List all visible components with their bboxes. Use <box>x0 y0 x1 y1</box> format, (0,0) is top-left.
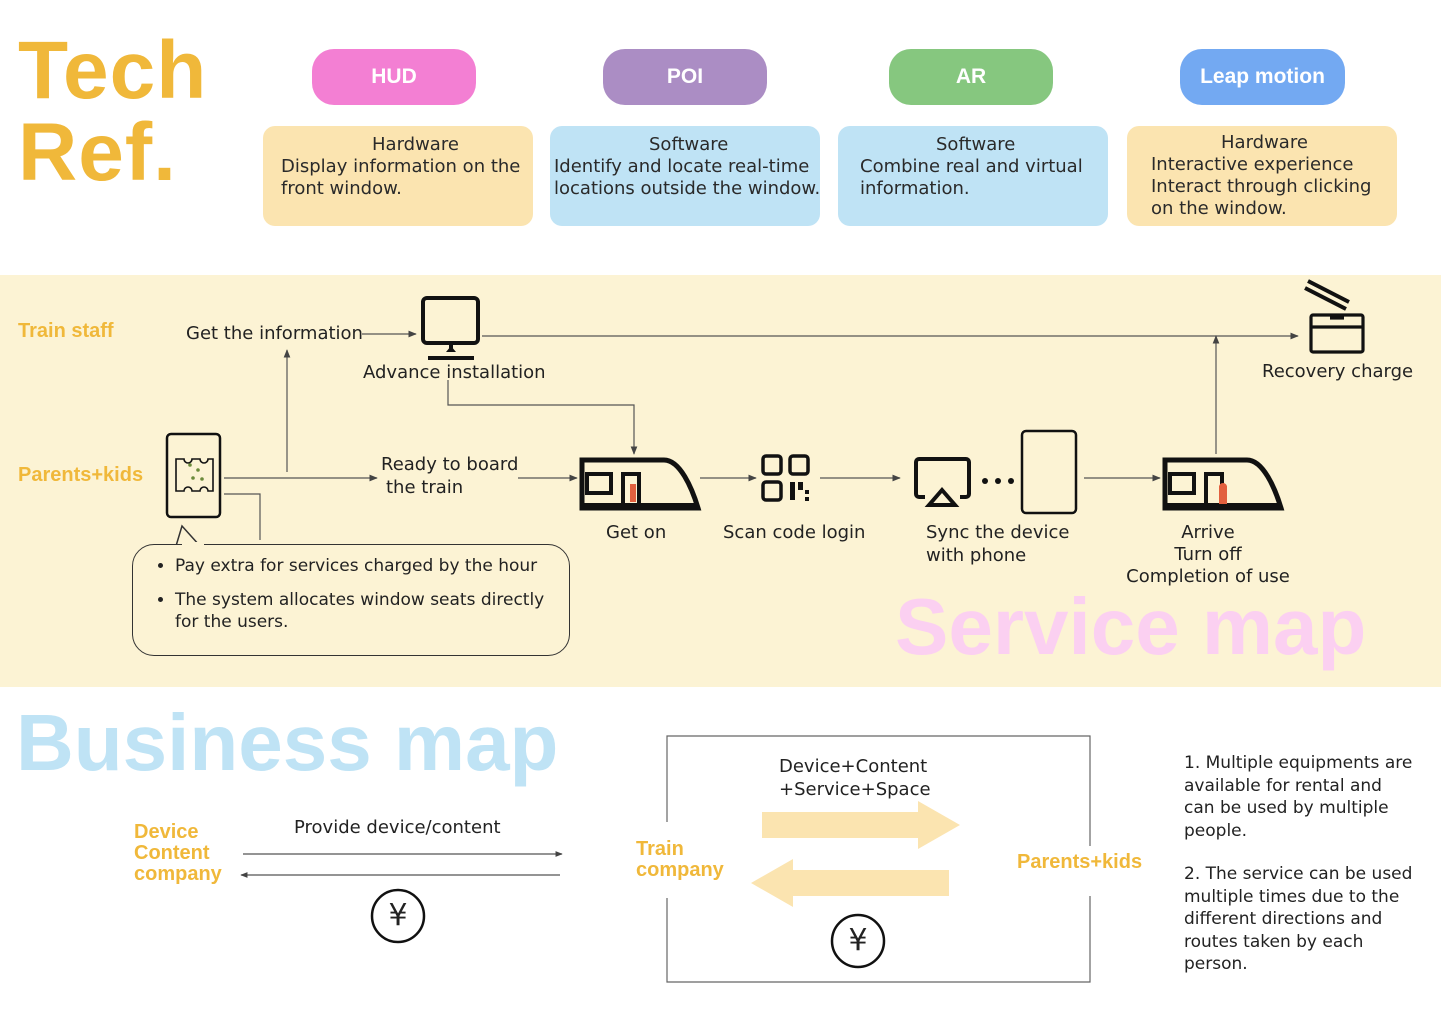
card-leap-desc3: on the window. <box>1151 198 1287 219</box>
card-ar-type: Software <box>936 134 1016 155</box>
label-recovery-charge: Recovery charge <box>1262 361 1414 382</box>
label-offer-2: +Service+Space <box>779 779 931 800</box>
box-lid-icon <box>1304 279 1350 311</box>
note-1: 1. Multiple equipments are available for… <box>1184 753 1413 841</box>
role-train-company: Train company <box>636 839 724 881</box>
tech-title-line2: Ref. <box>18 107 177 198</box>
label-advance-installation: Advance installation <box>363 362 546 383</box>
note-2: 2. The service can be used multiple time… <box>1184 864 1413 974</box>
label-provide-device: Provide device/content <box>294 817 501 838</box>
yen-coin-right-icon <box>830 913 886 969</box>
label-scan-code: Scan code login <box>723 522 866 543</box>
label-get-on: Get on <box>606 522 667 543</box>
qr-dots-icon <box>790 482 809 501</box>
card-leap-motion: Hardware Interactive experience Interact… <box>1127 126 1397 226</box>
card-leap-type: Hardware <box>1221 132 1308 153</box>
train-icon-arrive <box>1162 457 1285 511</box>
card-poi: Software Identify and locate real-time l… <box>550 126 820 226</box>
role-train-staff: Train staff <box>18 320 114 342</box>
card-poi-type: Software <box>649 134 729 155</box>
card-ar-desc2: information. <box>860 178 970 199</box>
card-ar-desc1: Combine real and virtual <box>860 156 1083 177</box>
box-icon <box>1309 313 1365 354</box>
role-parents-kids-business: Parents+kids <box>1017 851 1143 873</box>
role-parents-kids: Parents+kids <box>18 464 144 486</box>
card-hud-desc2: front window. <box>281 178 402 199</box>
device-company-line3: company <box>134 863 222 885</box>
device-company-line1: Device <box>134 821 199 843</box>
label-offer-1: Device+Content <box>779 756 928 777</box>
callout-pointer-mask <box>182 542 204 546</box>
label-arrive-2: Turn off <box>1174 544 1242 565</box>
callout-item-seats: The system allocates window seats direct… <box>175 589 569 633</box>
label-arrive-1: Arrive <box>1181 522 1235 543</box>
business-notes: 1. Multiple equipments are available for… <box>1184 752 1414 997</box>
business-box <box>666 735 1091 983</box>
dots-icon <box>982 478 1014 484</box>
ticket-dots-icon <box>188 463 204 481</box>
label-get-information: Get the information <box>186 323 363 344</box>
card-poi-desc2: locations outside the window. <box>554 178 821 199</box>
card-leap-desc1: Interactive experience <box>1151 154 1354 175</box>
train-icon-get-on <box>579 457 702 511</box>
card-ar: Software Combine real and virtual inform… <box>838 126 1108 226</box>
train-company-line1: Train <box>636 838 684 860</box>
card-poi-desc1: Identify and locate real-time <box>554 156 810 177</box>
callout-pointer <box>175 524 201 547</box>
yen-coin-left-icon <box>370 888 426 944</box>
card-leap-desc2: Interact through clicking <box>1151 176 1372 197</box>
ticket-phone-icon <box>165 432 222 519</box>
tag-ar: AR <box>889 49 1053 105</box>
label-sync-2: with phone <box>926 545 1027 566</box>
tech-ref-title: Tech Ref. <box>18 30 207 194</box>
tag-hud: HUD <box>312 49 476 105</box>
train-company-line2: company <box>636 859 724 881</box>
callout-notes: Pay extra for services charged by the ho… <box>132 544 570 656</box>
yen-left-label: ¥ <box>388 898 408 933</box>
label-ready-2: the train <box>386 477 464 498</box>
cast-icon <box>914 457 971 507</box>
qr-code-icon <box>761 454 810 502</box>
callout-item-hourly: Pay extra for services charged by the ho… <box>175 555 569 577</box>
card-hud-desc1: Display information on the <box>281 156 521 177</box>
card-hud-type: Hardware <box>372 134 459 155</box>
arrow-advance-to-train <box>447 380 638 455</box>
label-sync-1: Sync the device <box>926 522 1070 543</box>
service-map-title: Service map <box>895 582 1367 671</box>
tech-title-line1: Tech <box>18 25 208 116</box>
device-company-line2: Content <box>134 842 210 864</box>
tag-leap-motion: Leap motion <box>1180 49 1345 105</box>
tag-poi: POI <box>603 49 767 105</box>
label-ready-1: Ready to board <box>381 454 519 475</box>
connector-phone-to-callout <box>224 493 261 540</box>
yen-right-label: ¥ <box>848 923 868 958</box>
role-device-content-company: Device Content company <box>134 822 222 885</box>
arrow-right-offer <box>762 801 960 849</box>
business-map-title: Business map <box>16 698 559 787</box>
arrow-left-payment <box>751 859 949 907</box>
tablet-icon <box>1020 429 1078 515</box>
card-hud: Hardware Display information on the fron… <box>263 126 533 226</box>
label-arrive-3: Completion of use <box>1126 566 1290 587</box>
label-arrive: Arrive Turn off Completion of use <box>1108 522 1308 588</box>
